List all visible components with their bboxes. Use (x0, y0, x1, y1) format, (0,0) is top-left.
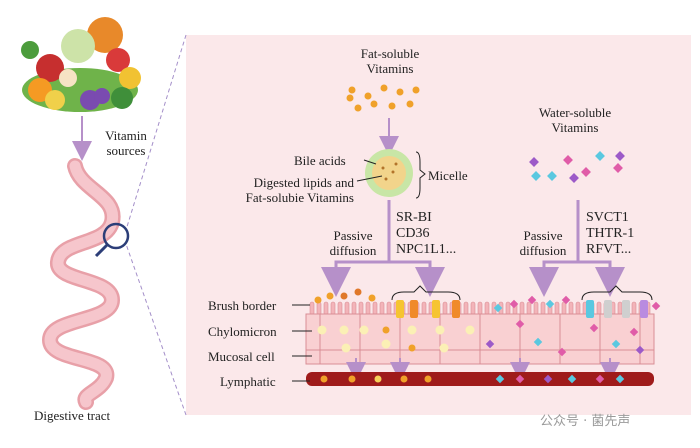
magnifier-icon (94, 222, 130, 258)
micelle-icon (365, 149, 413, 197)
arrow-fat-split (334, 260, 432, 270)
lymphatic-particles (320, 374, 625, 384)
transporters (396, 300, 648, 318)
micelle-brace (415, 151, 426, 199)
digestive-tract-icon (42, 158, 121, 410)
cell-particles (317, 319, 645, 357)
pointer-bile-acids (363, 159, 377, 165)
zoom-line-top (125, 34, 187, 231)
brush-border-brace-right (581, 285, 653, 301)
micelle-label: Micelle (428, 168, 468, 183)
mucosal-cell-label: Mucosal cell (208, 349, 275, 364)
lymphatic-vessel (306, 372, 654, 386)
arrow-water-split (542, 260, 612, 270)
pointer-digested-lipids (356, 175, 383, 182)
water-soluble-vitamin-particles (529, 151, 625, 183)
zoom-line-bottom (125, 243, 187, 416)
brush-border-brace-left (391, 285, 461, 301)
brush-border-label: Brush border (208, 298, 277, 313)
digestive-tract-label: Digestive tract (34, 408, 111, 423)
chylomicron-label: Chylomicron (208, 324, 277, 339)
vitamin-sources-food-icon (21, 17, 141, 112)
fat-soluble-vitamin-particles (346, 84, 420, 112)
lymphatic-label: Lymphatic (220, 374, 276, 389)
bile-acids-label: Bile acids (294, 153, 346, 168)
watermark: 公众号 · 菌先声 (540, 414, 631, 429)
arrows-to-lymphatic (346, 358, 620, 382)
mucosal-cells (305, 313, 655, 365)
